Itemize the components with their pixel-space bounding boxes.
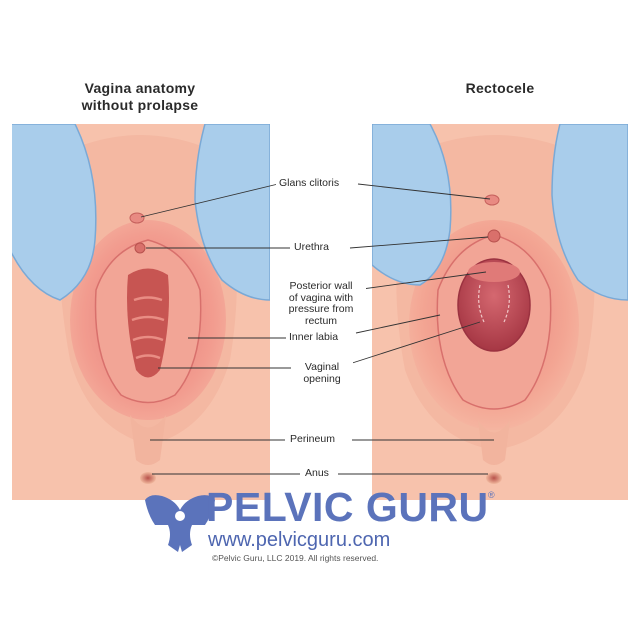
perineum-left (130, 415, 166, 465)
vaginal-opening-left (127, 268, 169, 378)
glove-right-hand-left (194, 124, 270, 301)
glans-clitoris-right (484, 194, 500, 206)
urethra-left (134, 242, 146, 254)
copyright-notice: ©Pelvic Guru, LLC 2019. All rights reser… (212, 553, 379, 563)
label-vaginal-opening-line1: Vaginal (304, 361, 340, 373)
glove-left-hand-right (372, 124, 452, 286)
leader-lines (140, 183, 494, 475)
label-inner-labia: Inner labia (286, 331, 342, 344)
label-perineum: Perineum (287, 433, 338, 446)
title-normal-line2: without prolapse (81, 97, 199, 113)
rectocele-panel (372, 124, 628, 500)
brand-trademark: ® (488, 490, 495, 500)
label-vaginal-opening-line2: opening (303, 372, 341, 385)
anus-right (486, 472, 502, 484)
leader-urethra-right (349, 236, 489, 249)
label-posterior-wall-line1: Posterior wall (289, 280, 353, 292)
glove-right-hand-right (551, 124, 628, 301)
normal-anatomy-panel (12, 124, 270, 500)
glove-left-hand-left (12, 124, 97, 301)
leader-posterior-wall (354, 271, 487, 291)
leader-inner-labia-right (355, 314, 441, 334)
label-posterior-wall-line4: rectum (304, 314, 338, 327)
label-anus: Anus (302, 467, 332, 480)
brand-name: PELVIC GURU (206, 484, 489, 530)
vaginal-rugae-left (131, 296, 165, 360)
rectocele-bulge (457, 258, 531, 352)
leader-glans-left (140, 183, 279, 218)
anus-left (140, 472, 156, 484)
brand-url[interactable]: www.pelvicguru.com (208, 529, 391, 551)
leader-glans-right (357, 183, 491, 200)
leader-vaginal-opening-right (345, 321, 481, 366)
glans-clitoris-left (129, 212, 145, 224)
title-normal-anatomy: Vagina anatomy without prolapse (40, 80, 240, 114)
vaginal-wall-upper-right (468, 262, 520, 282)
label-vaginal-opening: Vaginal opening (291, 361, 353, 385)
label-posterior-wall-line2: of vagina with (288, 291, 354, 304)
title-rectocele: Rectocele (465, 80, 535, 96)
perineum-right (478, 420, 510, 465)
urethra-right (487, 229, 501, 243)
pelvis-logo-icon (145, 495, 215, 552)
label-posterior-wall-line3: pressure from (288, 303, 354, 315)
label-urethra: Urethra (291, 241, 333, 254)
label-posterior-wall: Posterior wall of vagina with pressure f… (276, 280, 366, 327)
label-glans-clitoris: Glans clitoris (276, 177, 343, 190)
title-normal-line1: Vagina anatomy (84, 80, 196, 96)
